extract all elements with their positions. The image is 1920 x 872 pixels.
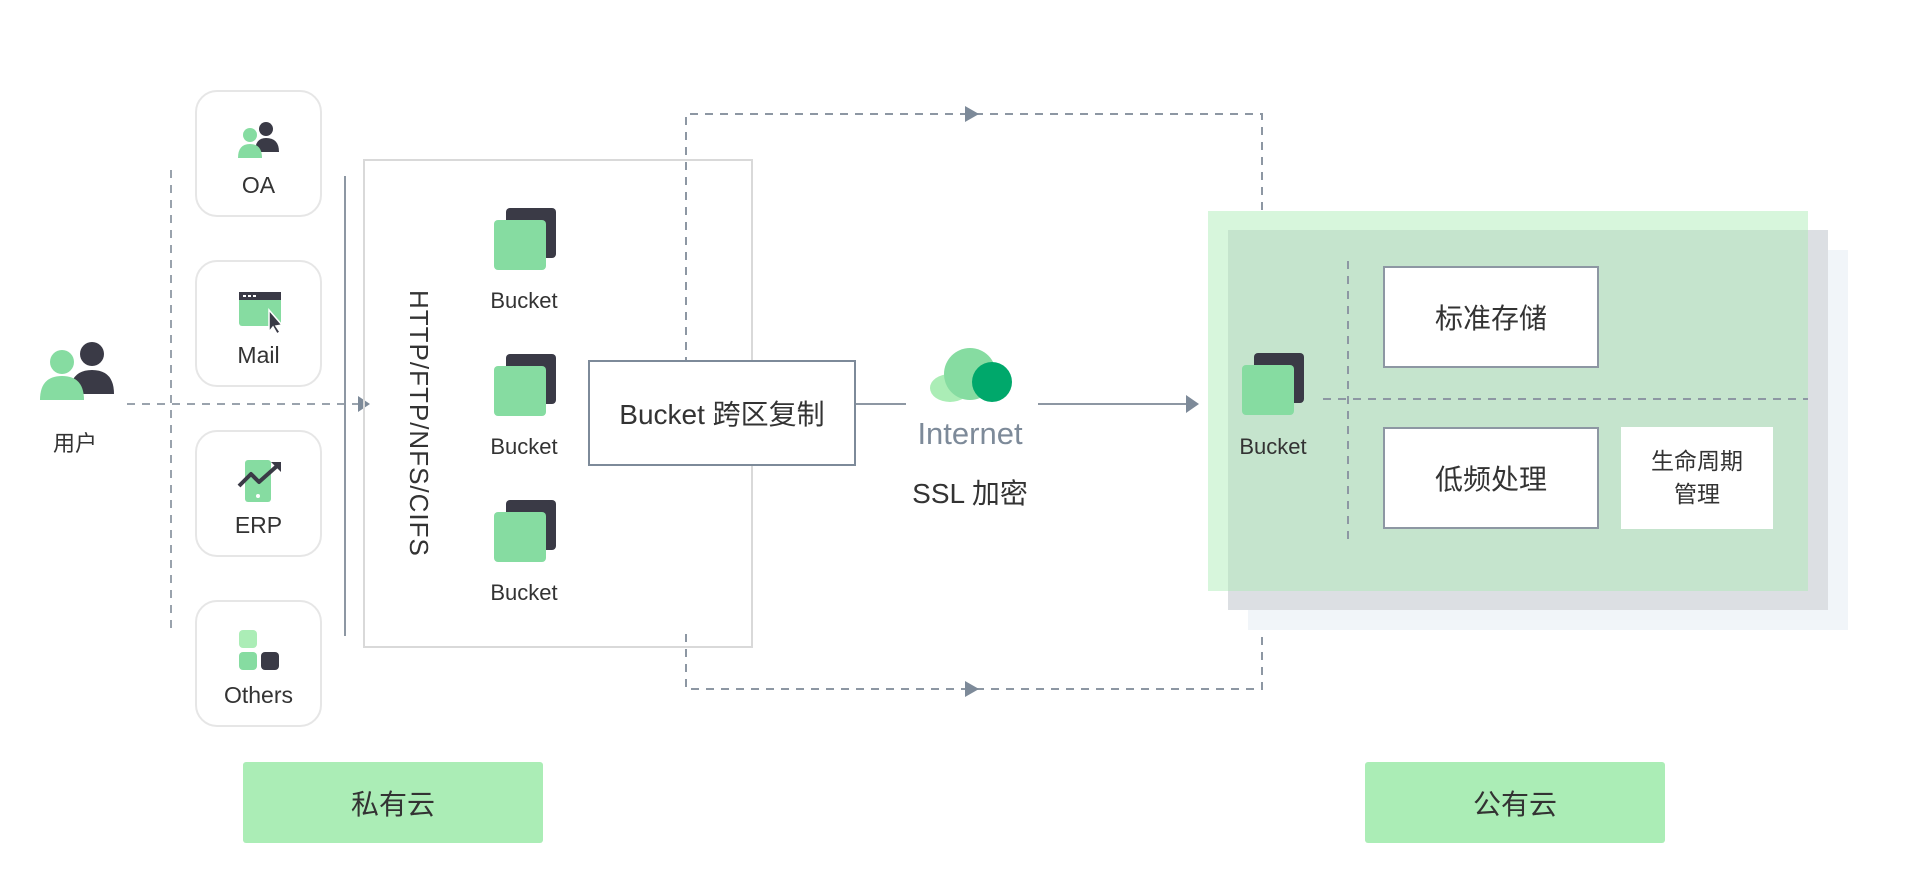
- public-stack-lines: [1323, 261, 1808, 546]
- user-icon: [40, 342, 114, 400]
- app-label-erp: ERP: [234, 512, 283, 538]
- people-icon: [238, 122, 279, 158]
- protocol-label: HTTP/FTP/NFS/CIFS: [404, 290, 434, 557]
- app-label-mail: Mail: [237, 342, 280, 368]
- bucket-label: Bucket: [490, 580, 558, 605]
- app-card-others[interactable]: Others: [195, 600, 322, 727]
- app-label-oa: OA: [241, 172, 276, 198]
- bucket-label: Bucket: [490, 288, 558, 313]
- cloud-icon: [930, 348, 1012, 402]
- bucket-icon: [1242, 353, 1304, 415]
- arrowhead-top: [965, 106, 979, 122]
- phone-chart-icon: [237, 460, 281, 502]
- public-bucket-label: Bucket: [1239, 434, 1307, 459]
- bucket-icon: [494, 208, 556, 270]
- replication-box: Bucket 跨区复制: [588, 360, 856, 466]
- lifecycle-box: 生命周期 管理: [1621, 427, 1773, 529]
- bucket-icon: [494, 500, 556, 562]
- arrowhead-bottom: [965, 681, 979, 697]
- ssl-label: SSL 加密: [912, 478, 1028, 509]
- app-card-erp[interactable]: ERP: [195, 430, 322, 557]
- bucket-icon: [494, 354, 556, 416]
- public-cloud-label: 公有云: [1365, 762, 1665, 843]
- blocks-icon: [239, 630, 279, 670]
- user-label: 用户: [52, 431, 97, 456]
- browser-cursor-icon: [239, 292, 284, 336]
- lifecycle-line-2: 管理: [1674, 481, 1720, 507]
- internet-label: Internet: [917, 416, 1023, 451]
- standard-storage-box: 标准存储: [1383, 266, 1599, 368]
- app-card-mail[interactable]: Mail: [195, 260, 322, 387]
- bucket-label: Bucket: [490, 434, 558, 459]
- arrowhead-public: [1186, 395, 1199, 413]
- private-cloud-label: 私有云: [243, 762, 543, 843]
- app-label-others: Others: [223, 682, 294, 708]
- app-card-oa[interactable]: OA: [195, 90, 322, 217]
- infrequent-storage-box: 低频处理: [1383, 427, 1599, 529]
- lifecycle-line-1: 生命周期: [1651, 448, 1743, 474]
